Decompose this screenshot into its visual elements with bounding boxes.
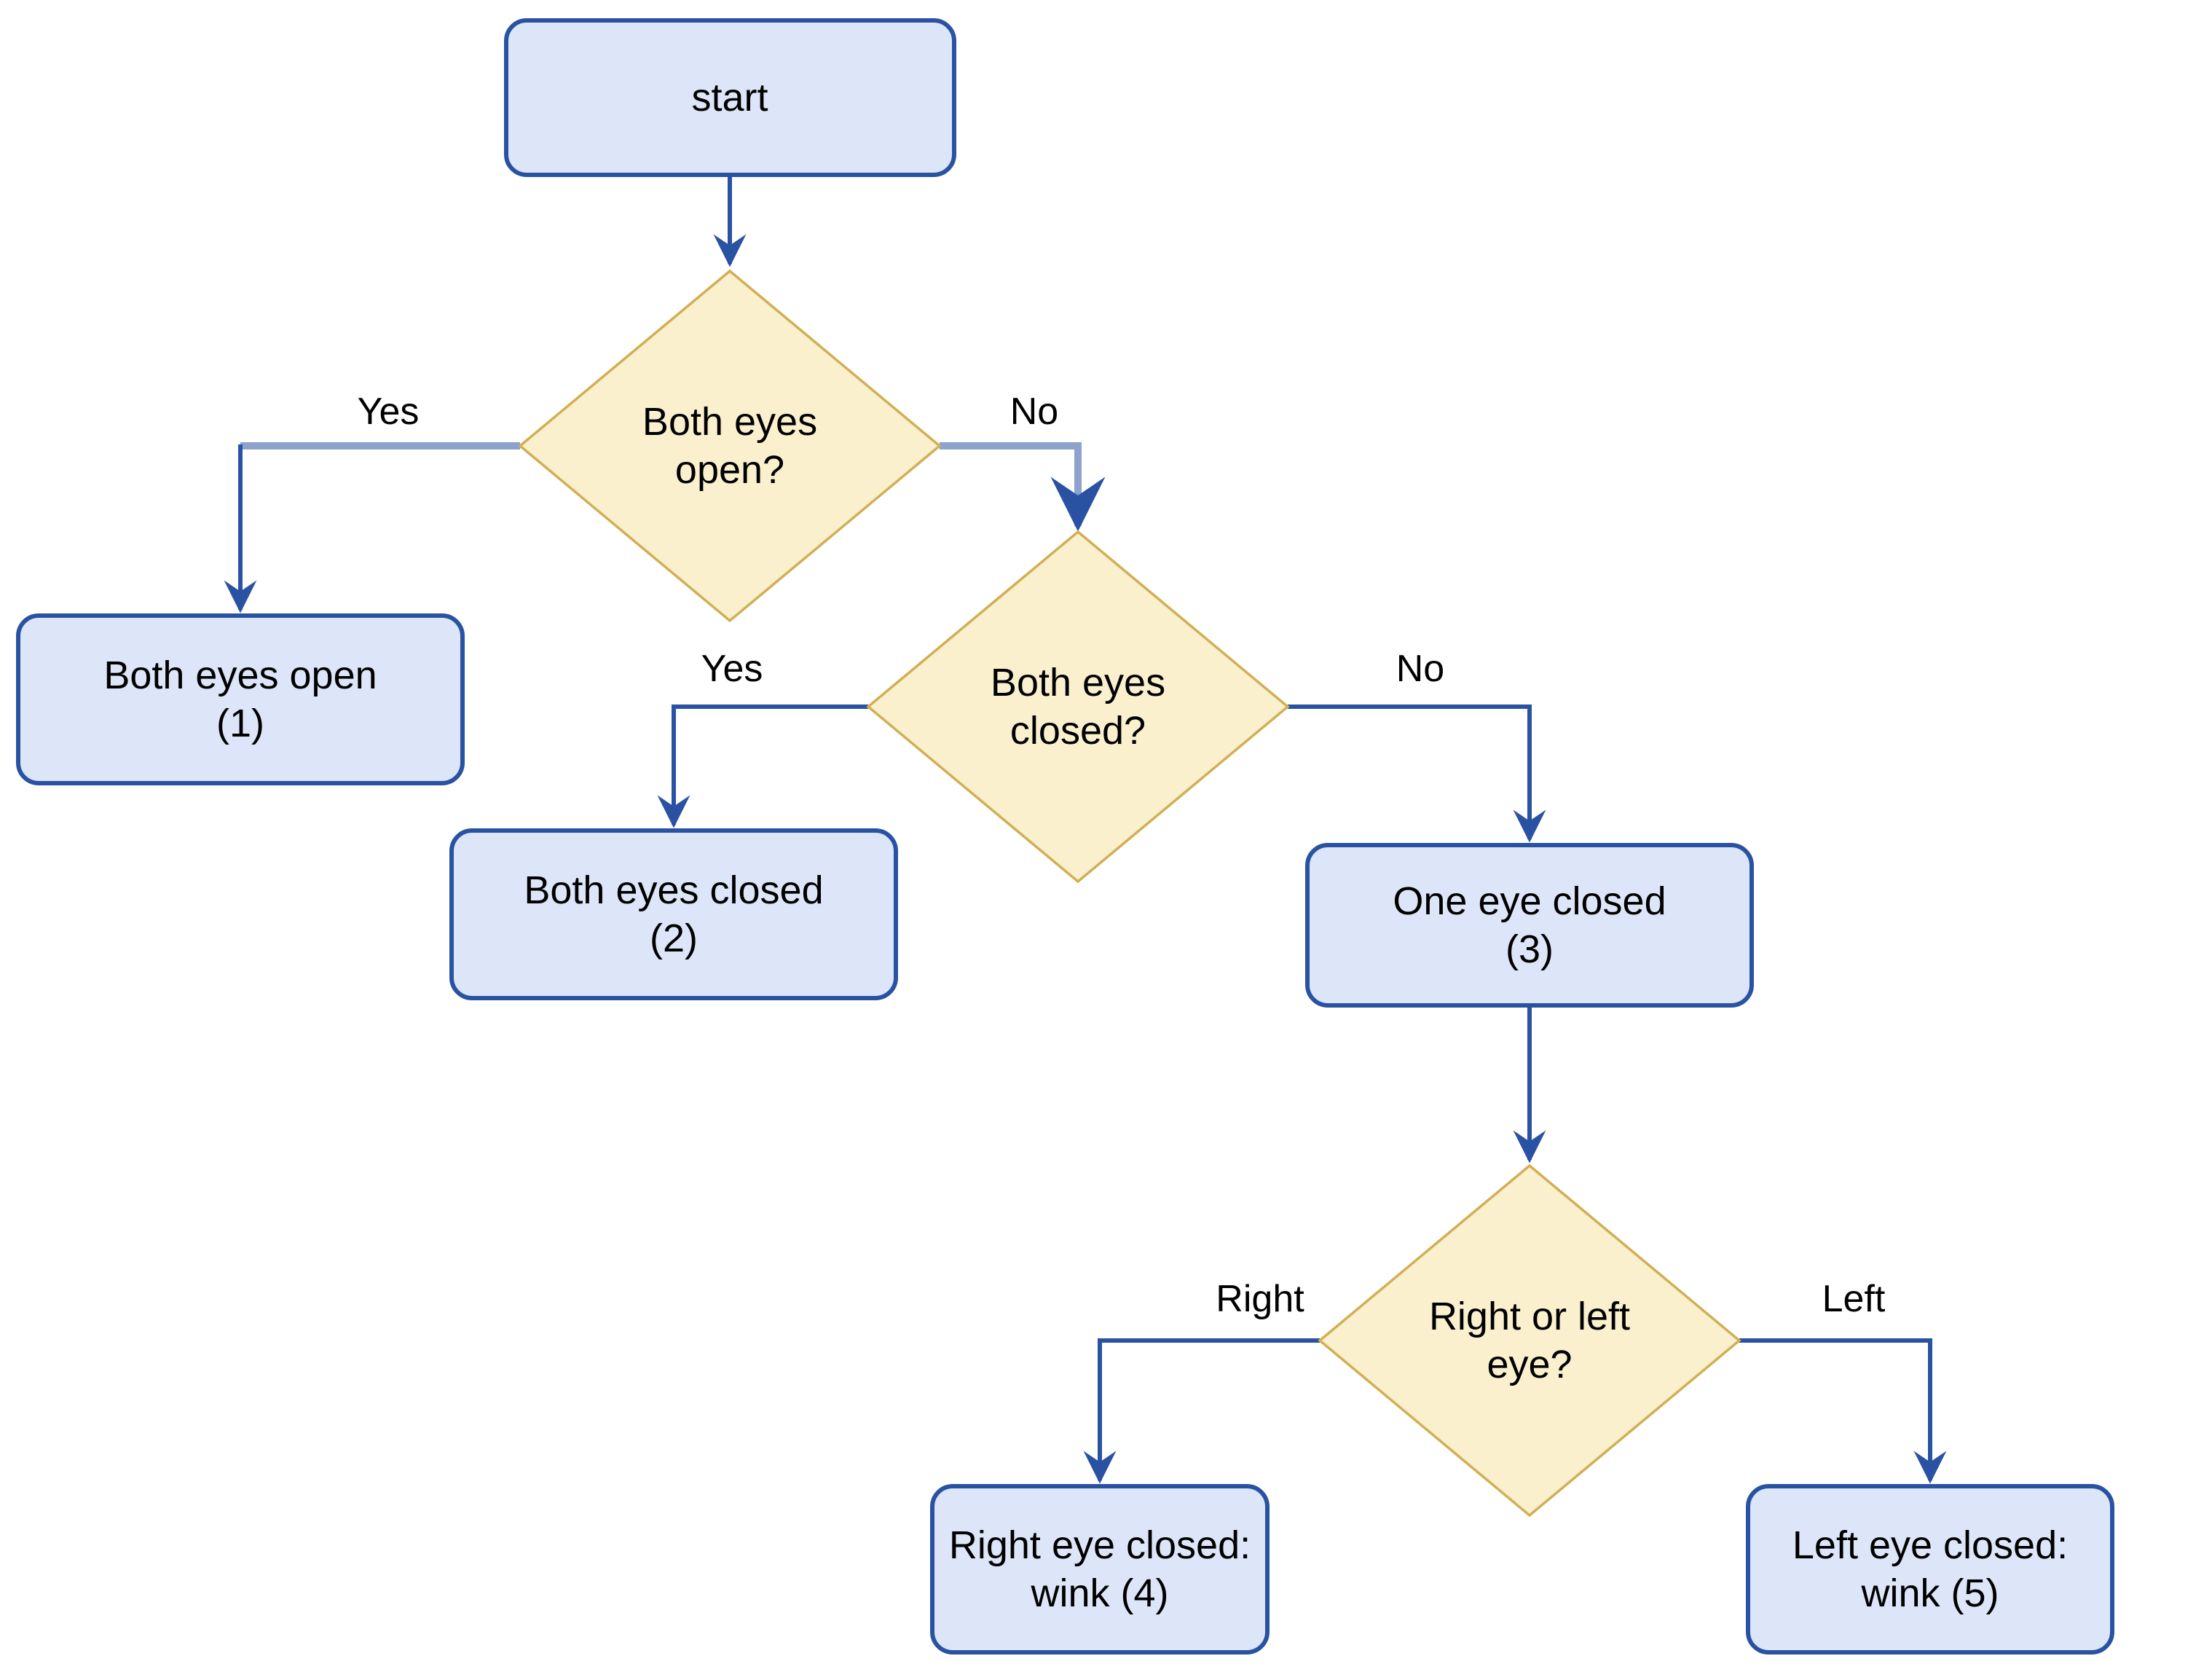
outcome-right-eye-closed-wink-shape bbox=[930, 1484, 1270, 1655]
decision-both-eyes-open-line1: Both eyes bbox=[642, 400, 817, 444]
outcome-both-eyes-open: Both eyes open (1) bbox=[16, 613, 465, 785]
outcome-both-eyes-closed-line1: Both eyes closed bbox=[524, 868, 823, 912]
edge-label-yes-1: Yes bbox=[358, 390, 420, 433]
edge-label-yes-2: Yes bbox=[701, 648, 763, 690]
edge-left-3 bbox=[1739, 1338, 1947, 1484]
outcome-left-eye-closed-wink-line1: Left eye closed: bbox=[1792, 1523, 2068, 1567]
outcome-both-eyes-closed: Both eyes closed (2) bbox=[449, 828, 898, 1000]
outcome-right-eye-closed-wink-line1: Right eye closed: bbox=[949, 1523, 1251, 1567]
outcome-both-eyes-open-shape bbox=[16, 613, 465, 785]
outcome-both-eyes-closed-line2: (2) bbox=[650, 917, 698, 960]
edge-label-left: Left bbox=[1822, 1278, 1886, 1320]
outcome-left-eye-closed-wink: Left eye closed: wink (5) bbox=[1746, 1484, 2114, 1655]
outcome-one-eye-closed-shape bbox=[1305, 843, 1754, 1008]
edge-labels: Yes No Yes No Right Left bbox=[358, 390, 1886, 1320]
outcome-both-eyes-open-line1: Both eyes open bbox=[103, 654, 377, 697]
decision-both-eyes-open: Both eyes open? bbox=[518, 269, 942, 623]
edge-label-no-2: No bbox=[1396, 648, 1444, 690]
outcome-right-eye-closed-wink-line2: wink (4) bbox=[1030, 1571, 1168, 1615]
outcome-one-eye-closed: One eye closed (3) bbox=[1305, 843, 1754, 1008]
start-node-shape bbox=[504, 18, 956, 177]
decision-both-eyes-closed-line2: closed? bbox=[1010, 709, 1146, 753]
outcome-left-eye-closed-wink-shape bbox=[1746, 1484, 2114, 1655]
decision-right-or-left-eye-line1: Right or left bbox=[1429, 1295, 1630, 1338]
decision-both-eyes-closed-line1: Both eyes bbox=[991, 661, 1165, 704]
decision-right-or-left-eye: Right or left eye? bbox=[1318, 1163, 1741, 1518]
start-node-label: start bbox=[691, 76, 768, 119]
edge-no-1 bbox=[940, 442, 1106, 532]
outcome-right-eye-closed-wink: Right eye closed: wink (4) bbox=[930, 1484, 1270, 1655]
outcome-both-eyes-closed-shape bbox=[449, 828, 898, 1000]
decision-both-eyes-open-line2: open? bbox=[675, 448, 784, 492]
edge-label-right: Right bbox=[1216, 1278, 1304, 1320]
decision-both-eyes-open-shape bbox=[518, 269, 942, 623]
decision-both-eyes-closed-shape bbox=[866, 530, 1290, 884]
nodes: start Both eyes open? Both eyes open (1)… bbox=[16, 18, 2114, 1655]
outcome-one-eye-closed-line1: One eye closed bbox=[1393, 879, 1666, 923]
start-node: start bbox=[504, 18, 956, 177]
decision-both-eyes-closed: Both eyes closed? bbox=[866, 530, 1290, 884]
outcome-left-eye-closed-wink-line2: wink (5) bbox=[1860, 1571, 1999, 1615]
edge-label-no-1: No bbox=[1010, 390, 1058, 433]
outcome-both-eyes-open-line2: (1) bbox=[216, 702, 264, 745]
outcome-one-eye-closed-line2: (3) bbox=[1506, 927, 1554, 971]
edge-yes-2 bbox=[657, 704, 868, 828]
edge-no-2 bbox=[1288, 704, 1546, 843]
decision-right-or-left-eye-shape bbox=[1318, 1163, 1741, 1518]
edge-right-3 bbox=[1083, 1338, 1320, 1484]
decision-right-or-left-eye-line2: eye? bbox=[1487, 1343, 1572, 1386]
edges bbox=[224, 175, 1947, 1484]
